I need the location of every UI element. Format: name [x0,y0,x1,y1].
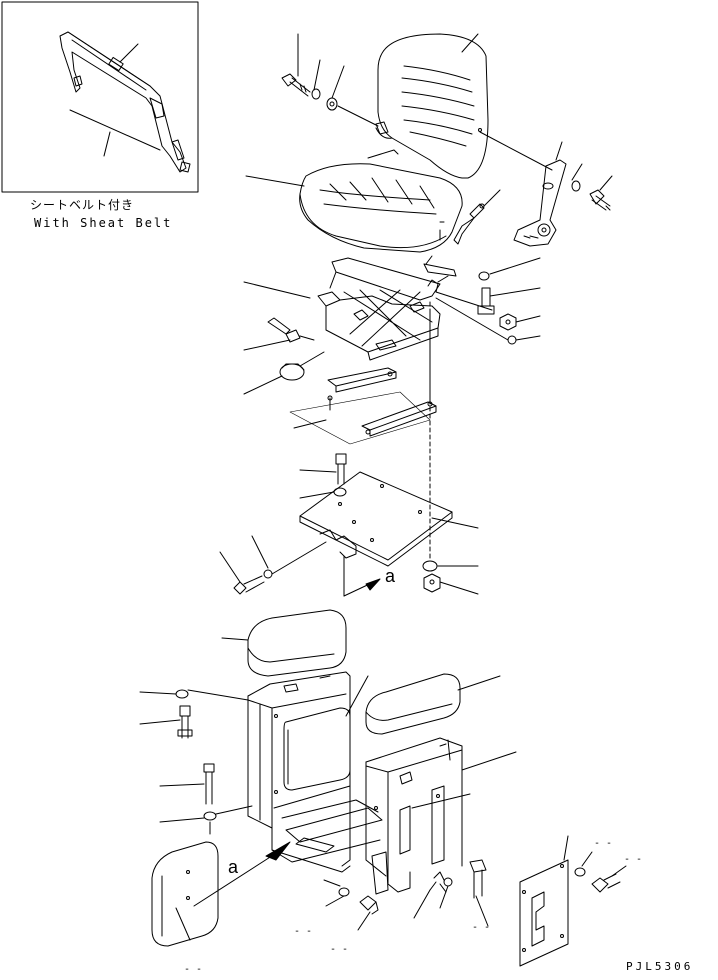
armrest-pad-right [365,673,501,735]
inset-caption-japanese: シートベルト付き [30,198,135,212]
seat-belt-inset [1,1,199,193]
callout-dash: - - [330,944,348,955]
side-cushion-pad [151,841,219,947]
inset-caption-english: With Sheat Belt [34,216,173,230]
suspension-fasteners [477,257,541,345]
gas-damper [453,189,501,245]
seat-suspension [243,255,509,361]
seat-back-bracket [513,141,613,247]
seat-back-cushion [375,33,553,179]
console-fasteners-left [139,689,253,835]
console-panel-pad [283,675,369,791]
callout-dash: - - [624,854,642,865]
console-fasteners-bottom [323,859,489,931]
view-reference-lower: a [228,857,239,877]
view-arrow-upper [343,555,381,597]
view-reference-upper: a [385,566,396,586]
view-arrow-lower [193,841,291,907]
console-box-left [247,671,383,873]
callout-dash: - - [594,838,612,849]
base-nut-washer [422,560,479,595]
base-plate [299,471,479,567]
callout-dash: - - [294,926,312,937]
drawing-code: PJL5306 [626,960,694,973]
lever-knob-parts [243,317,325,395]
base-side-bolt [219,535,327,595]
slide-rails [289,367,437,445]
base-plate-bolt [299,453,347,499]
callout-dash: - - [184,964,202,975]
console-cover-plate [519,835,627,967]
callout-dash: - - [472,922,490,933]
seat-back-bolt-set [281,33,379,127]
armrest-pad-left [221,609,347,677]
seat-cushion [245,149,463,253]
console-box-right [365,737,517,895]
unlabeled-callouts: - - - - - - - - - - - - [184,838,642,975]
